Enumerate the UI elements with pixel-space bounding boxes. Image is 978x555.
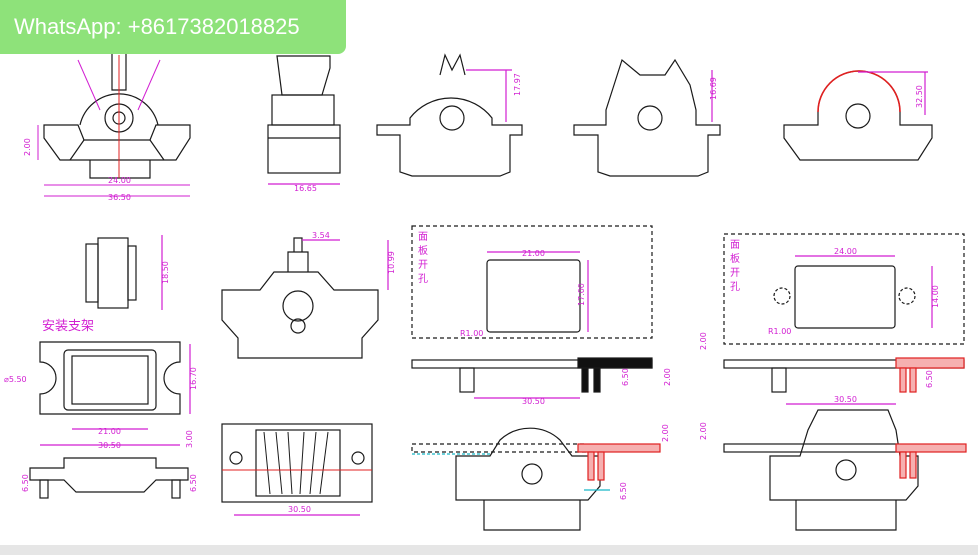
dim-3-54: 3.54	[312, 231, 330, 240]
dim-2-00-e: 2.00	[699, 422, 708, 440]
panel-section-1	[411, 357, 653, 399]
panel-label-1-char-2: 板	[418, 244, 428, 257]
dim-21-00-a: 21.00	[522, 249, 545, 258]
view-front-1	[37, 54, 191, 197]
panel-cutout-2	[723, 233, 965, 345]
dim-6-50-a: 6.50	[21, 474, 30, 492]
dim-30-50-b: 30.50	[288, 505, 311, 514]
dim-r1-00-a: R1.00	[460, 329, 483, 338]
dim-r1-00-b: R1.00	[768, 327, 791, 336]
dim-36-50: 36.50	[108, 193, 131, 202]
dim-6-50-b: 6.50	[189, 474, 198, 492]
dim-16-69: 16.69	[709, 77, 718, 100]
dim-30-50-c: 30.50	[522, 397, 545, 406]
bottom-scroll-bar[interactable]	[0, 545, 978, 555]
dim-17-97: 17.97	[513, 73, 522, 96]
bracket-with-switch	[221, 423, 373, 516]
dim-2-00-b: 2.00	[663, 368, 672, 386]
whatsapp-contact-badge[interactable]: WhatsApp: +8617382018825	[0, 0, 346, 54]
dim-16-65: 16.65	[294, 184, 317, 193]
view-front-3	[573, 58, 721, 177]
dim-30-50-a: 30.50	[98, 441, 121, 450]
dim-3-00: 3.00	[185, 430, 194, 448]
dim-6-50-c: 6.50	[621, 368, 630, 386]
dim-21-00-b: 21.00	[98, 427, 121, 436]
dim-5-50: ⌀5.50	[4, 375, 27, 384]
section-title-mounting-bracket: 安装支架	[42, 319, 94, 334]
panel-cutout-1	[411, 225, 653, 339]
view-front-4	[783, 70, 933, 161]
panel-label-2-char-2: 板	[730, 252, 740, 265]
view-side-1	[267, 55, 341, 185]
mounting-bracket-top	[39, 341, 191, 446]
dim-6-50-e: 6.50	[619, 482, 628, 500]
panel-label-1-char-1: 面	[418, 232, 428, 243]
view-small-side	[85, 235, 163, 310]
dim-17-00: 17.00	[577, 283, 586, 306]
panel-label-2-char-1: 面	[730, 240, 740, 251]
assembly-view-1	[411, 427, 661, 531]
dim-2-00-c: 2.00	[699, 332, 708, 350]
dim-24-00-b: 24.00	[834, 247, 857, 256]
dim-14-00: 14.00	[931, 285, 940, 308]
dim-2-00-d: 2.00	[661, 424, 670, 442]
whatsapp-contact-text: WhatsApp: +8617382018825	[14, 14, 300, 39]
dim-16-70: 16.70	[189, 367, 198, 390]
view-front-2	[376, 53, 523, 177]
dim-32-50: 32.50	[915, 85, 924, 108]
assembly-view-2	[723, 409, 967, 531]
panel-section-2	[723, 357, 965, 405]
dim-24-00-a: 24.00	[108, 176, 131, 185]
panel-label-1-char-3: 开	[418, 260, 428, 271]
dim-10-99: 10.99	[387, 251, 396, 274]
mounting-bracket-side	[29, 457, 189, 499]
panel-label-2-char-4: 孔	[730, 281, 740, 293]
panel-label-2-char-3: 开	[730, 268, 740, 279]
view-front-5	[221, 237, 389, 359]
dim-6-50-d: 6.50	[925, 370, 934, 388]
dim-2-00-a: 2.00	[23, 138, 32, 156]
dim-18-50: 18.50	[161, 261, 170, 284]
panel-label-1-char-4: 孔	[418, 273, 428, 285]
dim-30-50-d: 30.50	[834, 395, 857, 404]
